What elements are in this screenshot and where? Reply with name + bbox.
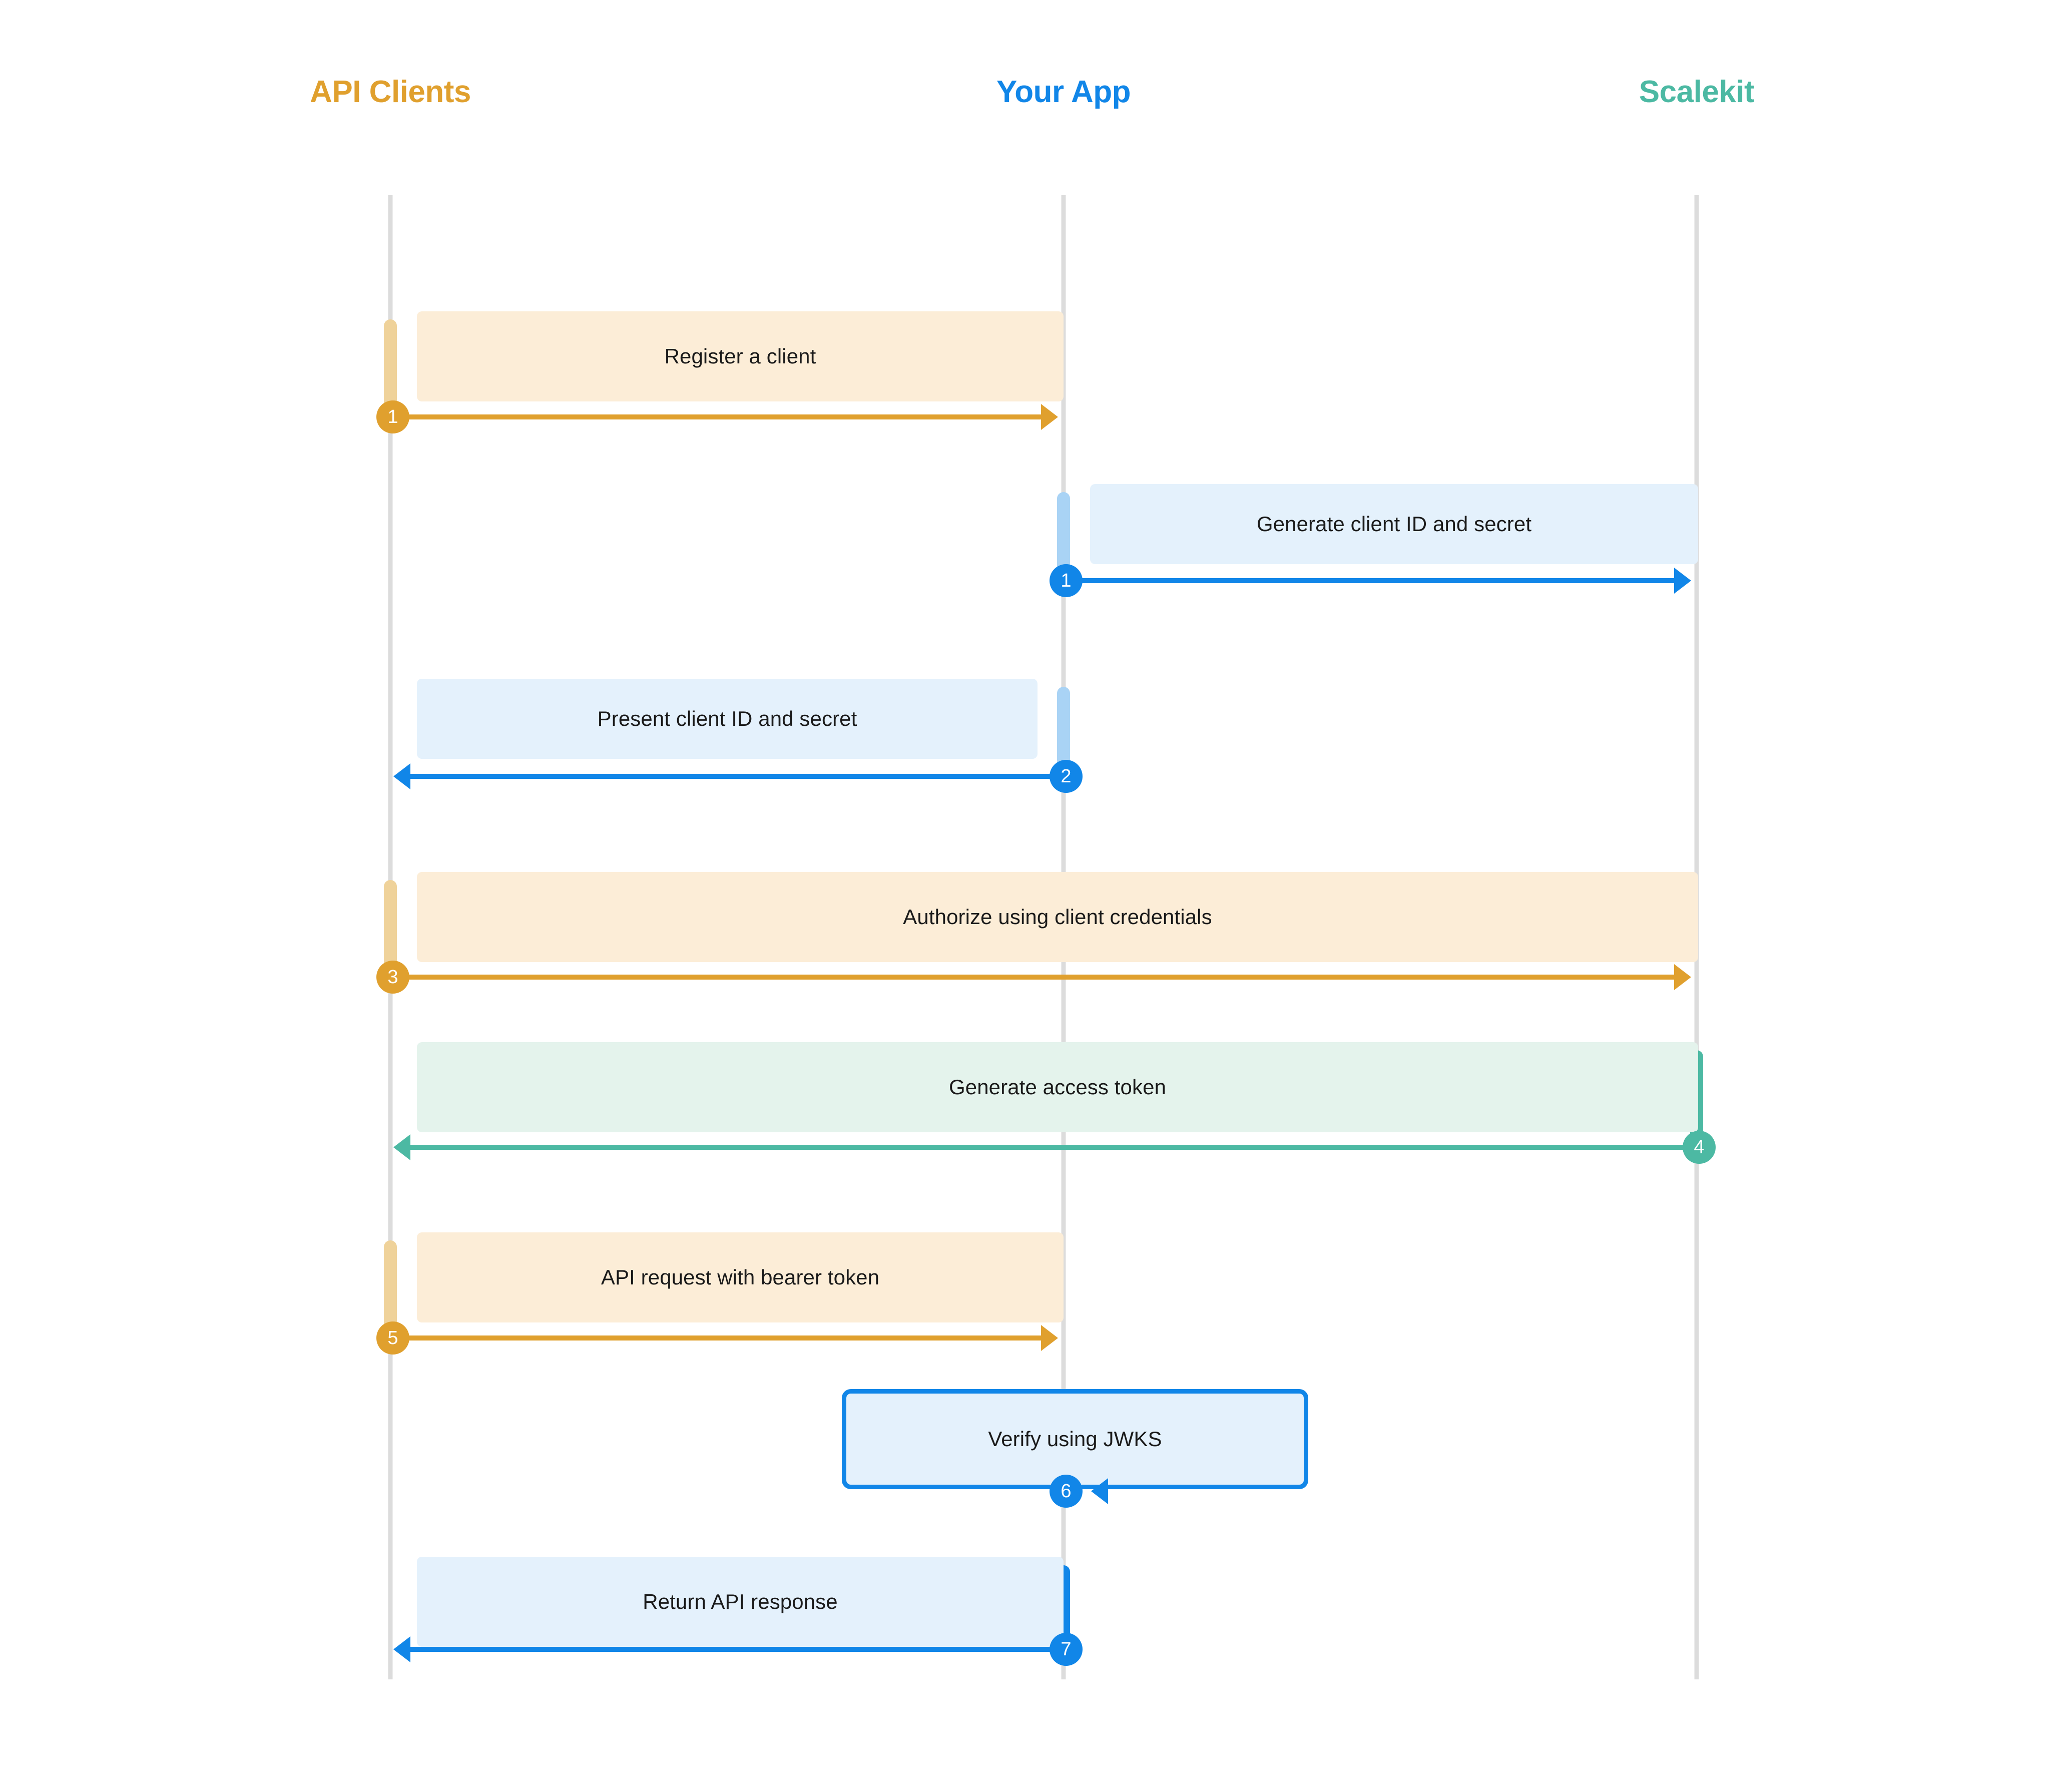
message-arrow-head-7 — [1091, 1478, 1108, 1504]
step-badge-5: 4 — [1683, 1131, 1716, 1164]
activation-bar-api-clients-3 — [384, 1240, 397, 1330]
step-badge-6: 5 — [376, 1321, 409, 1355]
message-arrow-head-6 — [1041, 1325, 1058, 1351]
activation-bar-api-clients-1 — [384, 319, 397, 409]
message-note-present-client-id-and-secret: Present client ID and secret — [417, 679, 1038, 759]
message-label: Present client ID and secret — [597, 706, 857, 730]
step-badge-7: 6 — [1050, 1475, 1083, 1508]
step-badge-4: 3 — [376, 961, 409, 994]
actor-header-your-app: Your App — [996, 75, 1131, 109]
message-arrow-line-4 — [390, 975, 1674, 980]
message-arrow-line-5 — [410, 1145, 1699, 1150]
activation-bar-your-app-1 — [1057, 492, 1070, 572]
message-arrow-line-1 — [390, 414, 1041, 419]
step-badge-3: 2 — [1050, 760, 1083, 793]
message-label: Register a client — [664, 344, 816, 368]
activation-bar-api-clients-2 — [384, 880, 397, 970]
message-note-verify-using-jwks: Verify using JWKS — [842, 1389, 1308, 1489]
message-arrow-head-3 — [393, 763, 410, 789]
message-arrow-head-2 — [1674, 568, 1691, 594]
message-note-generate-client-id-and-secret: Generate client ID and secret — [1090, 484, 1698, 564]
message-note-register-a-client: Register a client — [417, 311, 1064, 401]
message-label: Verify using JWKS — [988, 1427, 1162, 1451]
message-note-api-request-with-bearer-token: API request with bearer token — [417, 1232, 1064, 1322]
message-arrow-head-8 — [393, 1636, 410, 1662]
step-badge-8: 7 — [1050, 1633, 1083, 1666]
message-note-authorize-using-client-credentials: Authorize using client credentials — [417, 872, 1698, 962]
message-note-generate-access-token: Generate access token — [417, 1042, 1698, 1132]
message-label: API request with bearer token — [601, 1265, 880, 1289]
message-note-return-api-response: Return API response — [417, 1557, 1064, 1647]
message-label: Generate client ID and secret — [1256, 512, 1532, 536]
actor-header-scalekit: Scalekit — [1639, 75, 1755, 109]
message-arrow-head-1 — [1041, 404, 1058, 430]
message-arrow-head-4 — [1674, 964, 1691, 990]
activation-bar-your-app-2 — [1057, 687, 1070, 767]
step-badge-1: 1 — [376, 400, 409, 433]
message-arrow-line-3 — [410, 774, 1066, 779]
message-label: Authorize using client credentials — [903, 905, 1212, 929]
message-arrow-line-8 — [410, 1647, 1066, 1652]
message-label: Generate access token — [948, 1075, 1166, 1099]
message-arrow-head-5 — [393, 1134, 410, 1160]
message-arrow-line-6 — [390, 1335, 1041, 1341]
message-label: Return API response — [643, 1589, 838, 1613]
step-badge-2: 1 — [1050, 564, 1083, 597]
actor-header-api-clients: API Clients — [310, 75, 471, 109]
message-arrow-line-2 — [1064, 578, 1674, 583]
